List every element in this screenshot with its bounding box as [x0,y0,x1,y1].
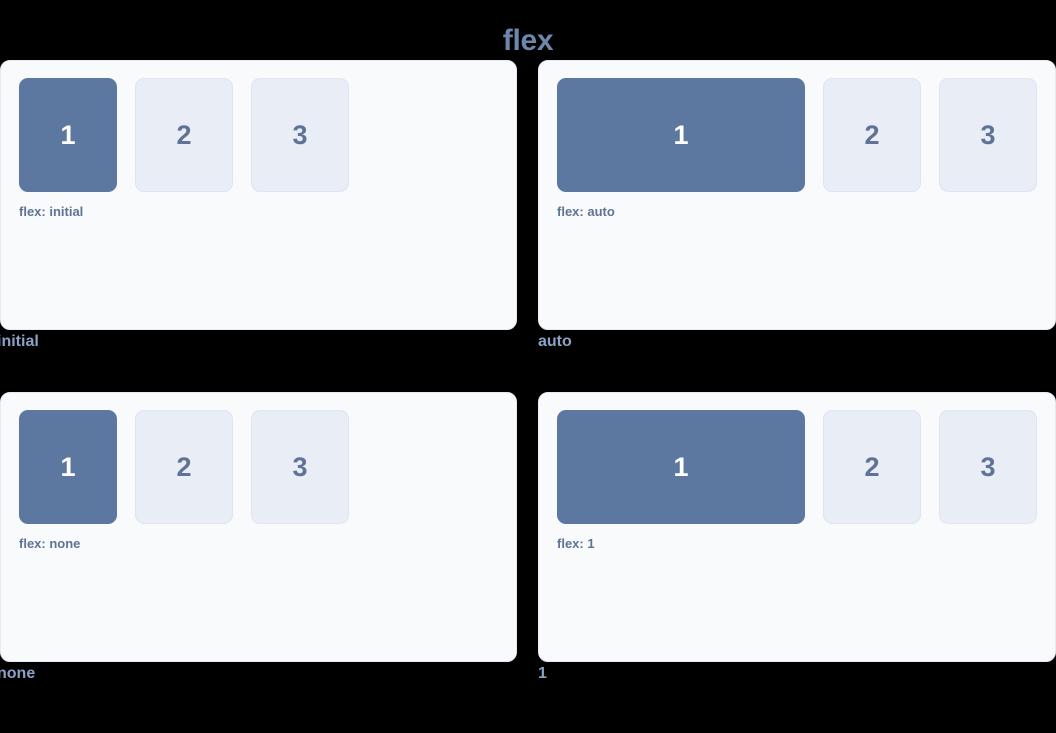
demo-panel-one: 1 2 3 flex: 1 [538,392,1056,662]
flex-container-auto: 1 2 3 [557,78,1037,192]
flex-item-1: 1 [557,410,805,524]
demo-panel-none: 1 2 3 flex: none [0,392,517,662]
flex-item-1: 1 [19,78,117,192]
demo-panel-auto: 1 2 3 flex: auto [538,60,1056,330]
demo-label-none: none [0,665,36,682]
demo-cell-auto: 1 2 3 flex: auto auto [538,60,1056,350]
flex-item-3: 3 [939,410,1037,524]
panel-caption: flex: none [19,536,81,551]
flex-item-2: 2 [823,410,921,524]
flex-container-none: 1 2 3 [19,410,498,524]
demo-panel-initial: 1 2 3 flex: initial [0,60,517,330]
flex-demo-grid: 1 2 3 flex: initial initial 1 2 3 flex: … [0,60,1056,682]
panel-caption: flex: initial [19,204,84,219]
flex-item-3: 3 [251,78,349,192]
panel-caption: flex: auto [557,204,615,219]
demo-label-initial: initial [0,333,39,350]
panel-caption: flex: 1 [557,536,595,551]
demo-label-one: 1 [538,665,547,682]
flex-item-3: 3 [939,78,1037,192]
flex-item-1: 1 [557,78,805,192]
demo-cell-none: 1 2 3 flex: none none [0,392,517,682]
demo-cell-initial: 1 2 3 flex: initial initial [0,60,517,350]
flex-item-3: 3 [251,410,349,524]
flex-container-initial: 1 2 3 [19,78,498,192]
demo-label-auto: auto [538,333,572,350]
flex-container-one: 1 2 3 [557,410,1037,524]
flex-item-2: 2 [135,410,233,524]
page-title: flex [502,24,554,58]
demo-cell-one: 1 2 3 flex: 1 1 [538,392,1056,682]
flex-item-1: 1 [19,410,117,524]
flex-item-2: 2 [135,78,233,192]
flex-item-2: 2 [823,78,921,192]
